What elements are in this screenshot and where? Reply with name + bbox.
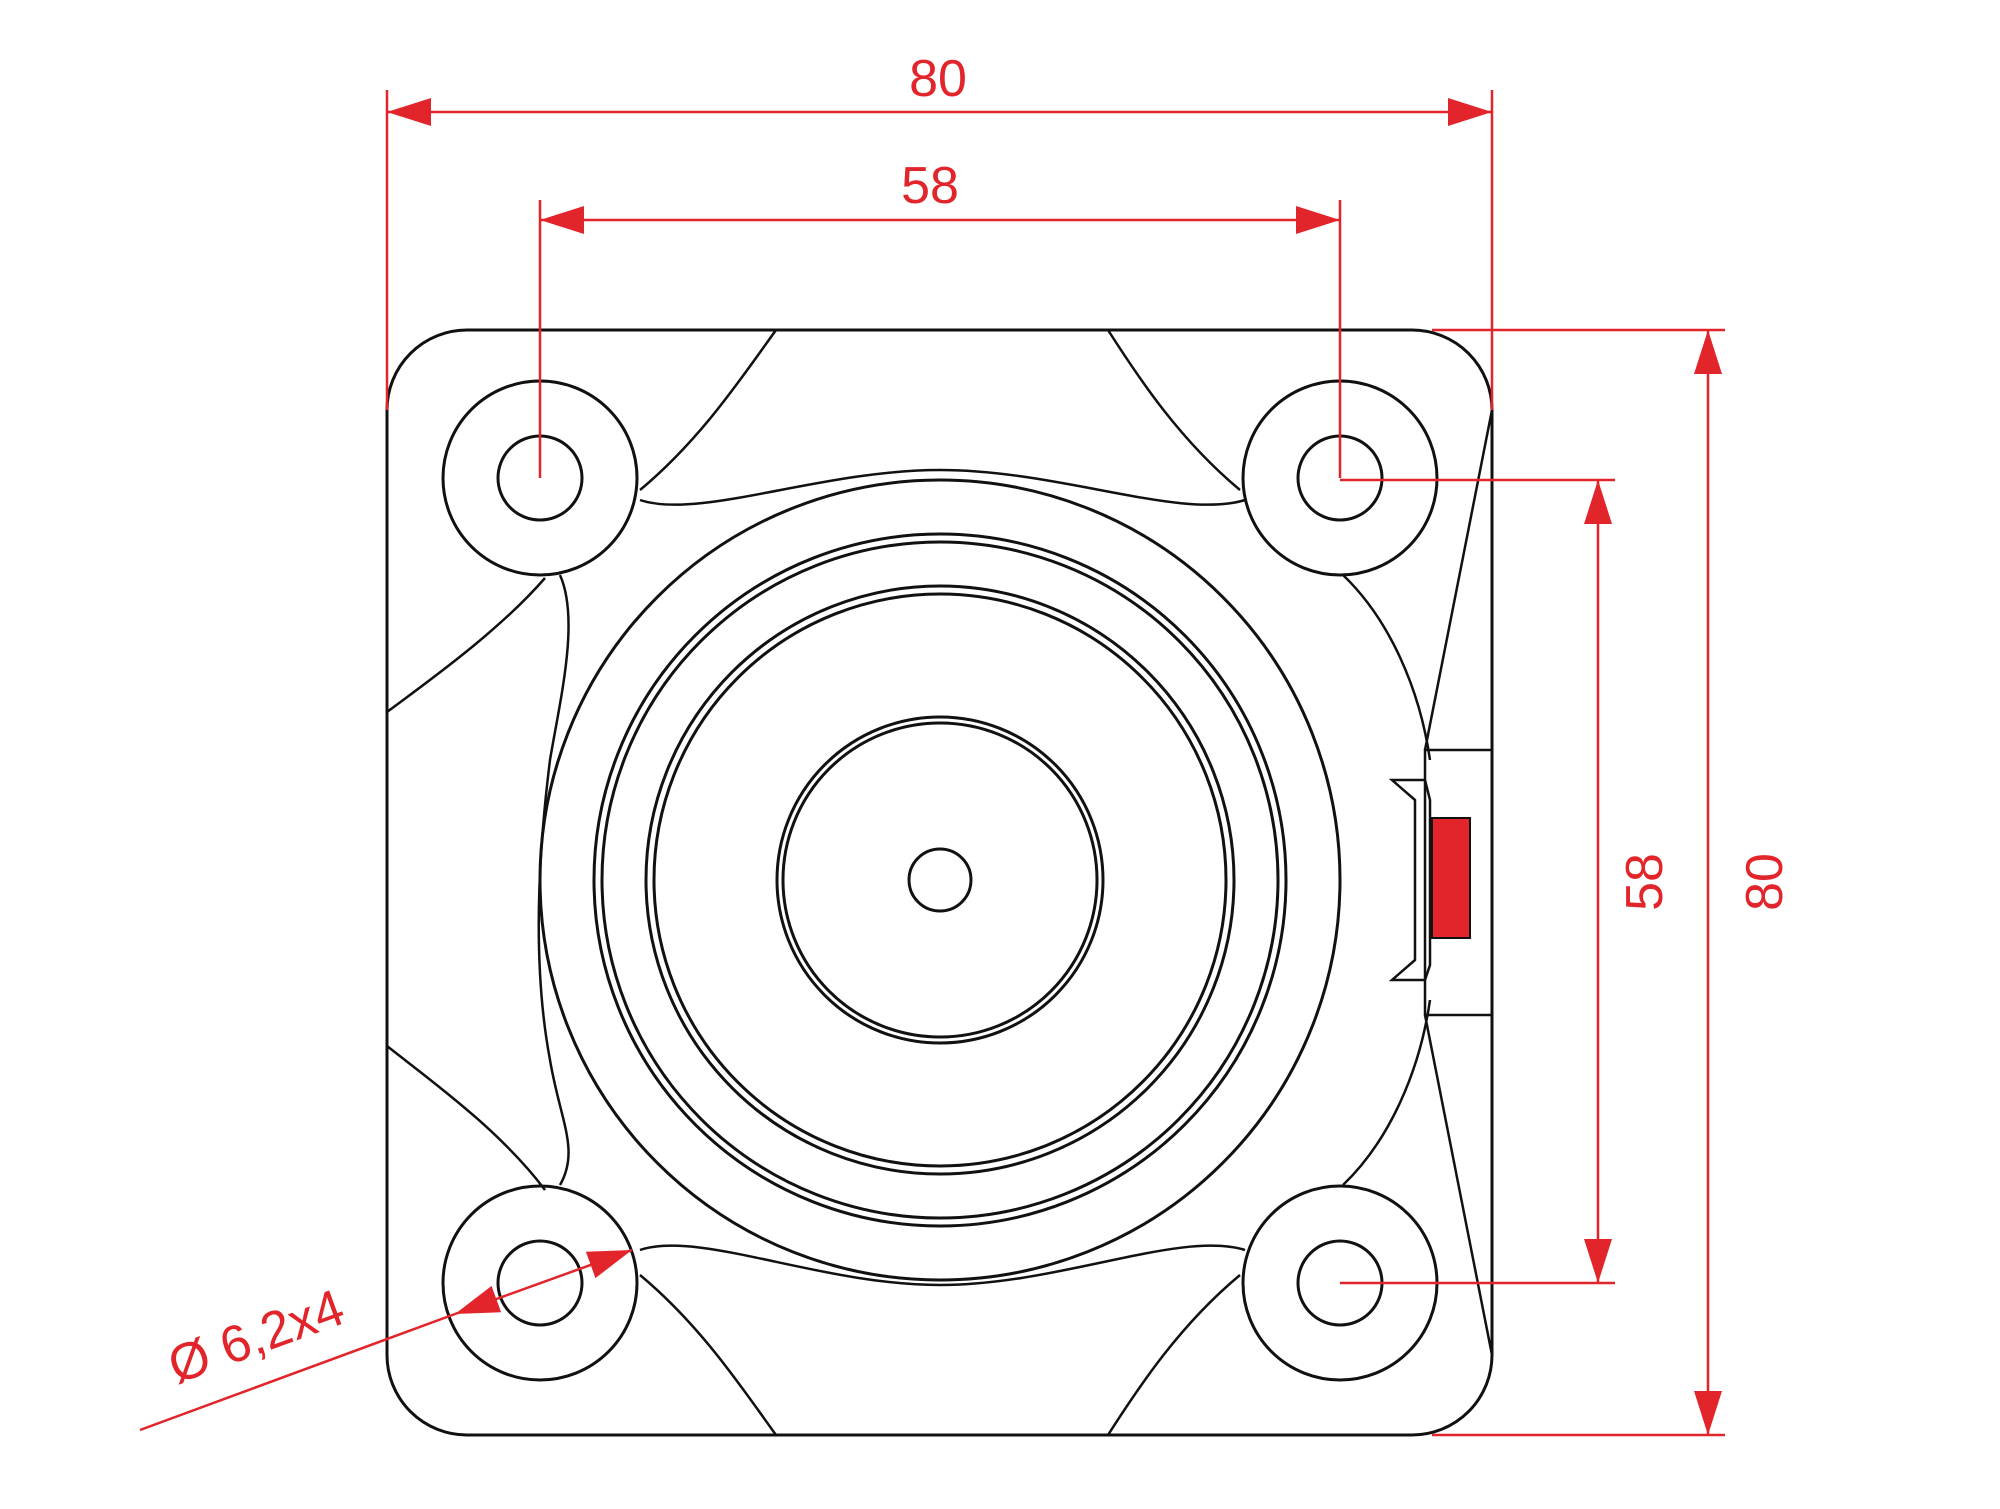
inner-ring-inner [652,592,1228,1168]
label-hole-spacing-h: 58 [901,157,959,215]
leader-line-hole-diameter [139,1312,456,1432]
web-top [639,468,1246,506]
outer-ring [538,478,1342,1282]
sweep-left-upper [386,577,546,714]
sweep-bottom-left [639,1274,778,1436]
side-latch-housing [1388,409,1494,1356]
mid-ring-inner [600,540,1280,1220]
boss-bottom-left [441,1184,639,1382]
dimensions [139,90,1725,1437]
corner-sweeps [386,329,1241,1436]
center-insert [538,478,1342,1282]
side-face-upper [1423,409,1494,751]
label-overall-height: 80 [1736,853,1794,911]
latch-tab [1388,778,1432,982]
inner-ring-outer [644,584,1236,1176]
web-bottom [639,1244,1246,1287]
mounting-bosses [441,379,1439,1382]
label-overall-width: 80 [909,50,967,108]
latch-indicator [1431,817,1471,939]
label-hole-spacing-v: 58 [1616,853,1674,911]
boss-web [537,468,1432,1287]
web-right [1342,574,1432,761]
housing [385,328,1494,1437]
dim-line-hole-diameter [454,1248,633,1316]
web-right-lower [1342,999,1432,1186]
side-face-lower [1423,1014,1494,1356]
core-ring-inner [781,721,1099,1039]
sweep-top-right [1106,329,1241,491]
center-pin [907,847,973,913]
label-hole-diameter: Ø 6,2x4 [161,1279,352,1396]
sweep-bottom-right [1106,1274,1241,1436]
flange-outline [385,328,1494,1437]
sweep-top-left [639,329,778,491]
latch-frame [1423,748,1494,1017]
mid-ring-outer [592,532,1288,1228]
core-ring [775,715,1105,1045]
sweep-left-lower [386,1045,546,1191]
web-left [537,574,570,1186]
